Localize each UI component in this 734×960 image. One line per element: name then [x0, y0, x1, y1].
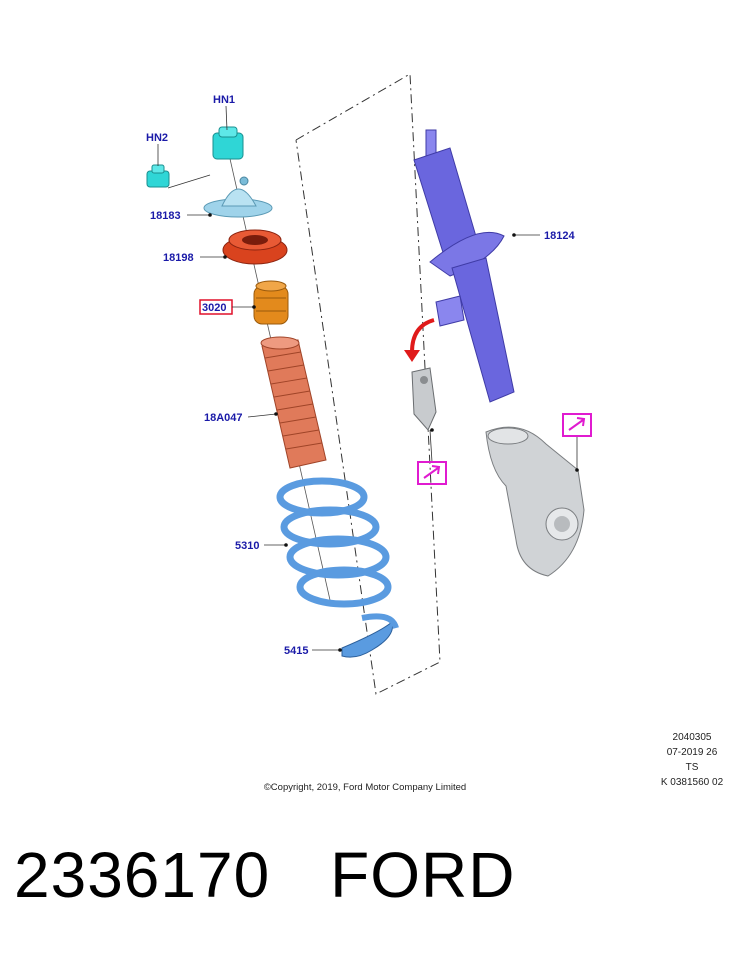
- info-line: 2040305: [672, 732, 712, 743]
- copyright-notice: ©Copyright, 2019, Ford Motor Company Lim…: [263, 782, 467, 793]
- info-line: K 0381560 02: [660, 777, 724, 788]
- coil-spring-icon: [276, 477, 392, 608]
- dust-boot-icon: [260, 336, 327, 469]
- reference-box-bracket: [417, 461, 447, 485]
- reference-box-knuckle: [562, 413, 592, 437]
- strut-icon: [413, 129, 515, 403]
- bracket-icon: [411, 367, 437, 431]
- callout-18198: 18198: [163, 252, 194, 264]
- drawing-info-block: 2040305 07-2019 26 TS K 0381560 02: [640, 730, 734, 790]
- callout-18183: 18183: [150, 210, 181, 222]
- callout-3020: 3020: [202, 302, 226, 314]
- part-number: 2336170: [14, 839, 271, 911]
- bracket-leader: [429, 429, 433, 463]
- leader-hn1: [225, 105, 228, 131]
- info-line: 07-2019 26: [666, 747, 718, 758]
- spring-insulator-icon: [341, 613, 399, 658]
- spring-seat-icon: [222, 229, 288, 265]
- part-caption: 2336170 FORD: [14, 838, 575, 912]
- callout-18124: 18124: [544, 230, 575, 242]
- callout-18a047: 18A047: [204, 412, 243, 424]
- bump-stop-icon: [253, 280, 289, 325]
- hn2-leader: [167, 174, 211, 189]
- callout-hn1: HN1: [213, 94, 235, 106]
- red-arrow-icon: [410, 318, 435, 353]
- brand-name: FORD: [330, 839, 516, 911]
- upper-mount-icon: [203, 176, 273, 218]
- leader-18a047: [247, 413, 277, 418]
- callout-hn2: HN2: [146, 132, 168, 144]
- callout-5415: 5415: [284, 645, 308, 657]
- steering-knuckle-icon: [485, 426, 585, 577]
- hn2-nut-icon: [146, 164, 170, 188]
- info-line: TS: [685, 762, 699, 773]
- hn1-nut-icon: [212, 126, 244, 160]
- callout-5310: 5310: [235, 540, 259, 552]
